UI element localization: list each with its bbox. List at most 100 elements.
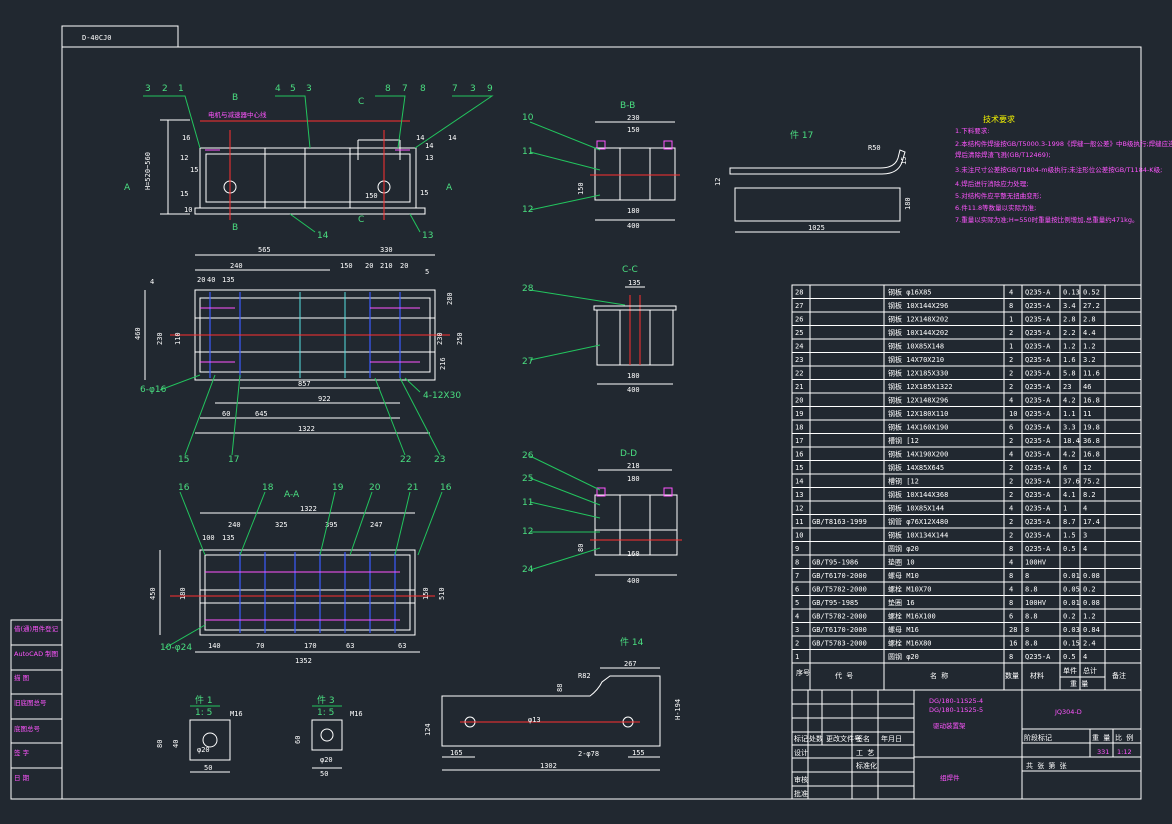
bom-header: 序号 xyxy=(796,668,810,677)
dim-text: 50 xyxy=(320,770,328,778)
bom-cell: 8 xyxy=(1009,572,1013,580)
bom-cell: 0.84 xyxy=(1083,626,1100,634)
bom-cell: 2 xyxy=(1009,370,1013,378)
strip-label: 签 字 xyxy=(14,748,30,757)
plan-view: 565 330 240 150 20 210 20 20 40 135 4 5 … xyxy=(134,246,464,465)
section-title: D-D xyxy=(620,449,637,459)
callout: 5 xyxy=(290,84,296,94)
dim-text: 15 xyxy=(900,157,908,165)
bom-cell: 26 xyxy=(795,316,803,324)
strip-label: 借(通)用件登记 xyxy=(14,624,59,633)
bom-cell: 8 xyxy=(1025,626,1029,634)
callout: 24 xyxy=(522,565,534,575)
dim-text: 12 xyxy=(180,154,188,162)
bom-cell: GB/T95-1986 xyxy=(812,559,858,567)
bom-cell: 2 xyxy=(1009,464,1013,472)
dim-text: 325 xyxy=(275,521,288,529)
bom-header: 数量 xyxy=(1005,671,1019,680)
dim-text: 565 xyxy=(258,246,271,254)
bom-cell: 螺母 M10 xyxy=(888,571,919,580)
bom-cell: 0.2 xyxy=(1083,586,1096,594)
dim-text: 88 xyxy=(556,684,564,692)
dim-text: 267 xyxy=(624,660,637,668)
bom-cell: 6 xyxy=(1009,424,1013,432)
dim-text: φ13 xyxy=(528,716,541,724)
dim-text: 15 xyxy=(190,166,198,174)
bom-cell: 垫圈 16 xyxy=(888,598,915,607)
bom-cell: 9 xyxy=(795,545,799,553)
bom-cell: 4.2 xyxy=(1063,397,1076,405)
bom-cell: 4 xyxy=(1009,451,1013,459)
dim-text: 857 xyxy=(298,380,311,388)
bom-cell: Q235-A xyxy=(1025,316,1051,324)
part-title: 件 3 xyxy=(317,694,335,706)
bom-cell: 4 xyxy=(1009,397,1013,405)
callout: 3 xyxy=(470,84,476,94)
dim-text: 160 xyxy=(627,550,640,558)
bom-cell: 0.13 xyxy=(1063,289,1080,297)
bom-cell: 钢板 10X85X144 xyxy=(888,504,944,513)
bom-cell: GB/T6170-2000 xyxy=(812,626,867,634)
note-line: 5.对结构件应平整无扭曲变形; xyxy=(955,191,1041,200)
dim-text: 5 xyxy=(425,268,429,276)
bom-cell: 27.2 xyxy=(1083,302,1100,310)
dim-text: 1025 xyxy=(808,224,825,232)
dim-text: 135 xyxy=(222,276,235,284)
tb-label: 更改文件号 xyxy=(826,734,861,743)
callout: 25 xyxy=(522,474,533,484)
dim-text: 922 xyxy=(318,395,331,403)
bom-cell: Q235-A xyxy=(1025,424,1051,432)
bom-cell: 4.4 xyxy=(1083,329,1096,337)
callout: 19 xyxy=(332,483,344,493)
bom-cell: 0.5 xyxy=(1063,653,1076,661)
bom-cell: 0.08 xyxy=(1083,572,1100,580)
bom-cell: Q235-A xyxy=(1025,518,1051,526)
bom-cell: 12 xyxy=(795,505,803,513)
bom-header: 代 号 xyxy=(835,671,853,680)
callout: 12 xyxy=(522,205,533,215)
bom-cell: 2.8 xyxy=(1063,316,1076,324)
red-label: 电机与减速器中心线 xyxy=(208,110,267,119)
dim-text: 240 xyxy=(230,262,243,270)
dim-text: 80 xyxy=(577,544,585,552)
callout: 7 xyxy=(402,84,408,94)
tb-label: 标记 xyxy=(794,734,808,743)
dim-text: 180 xyxy=(627,372,640,380)
note-line: 4.焊后进行消除应力处理; xyxy=(955,179,1028,188)
bom-cell: 0.5 xyxy=(1063,545,1076,553)
callout: 3 xyxy=(145,84,151,94)
dim-text: M16 xyxy=(350,710,363,718)
callout: 10-φ24 xyxy=(160,643,192,653)
bom-cell: 100HV xyxy=(1025,599,1047,607)
bom-cell: 23 xyxy=(1063,383,1071,391)
dim-text: 20 xyxy=(365,262,373,270)
bom-cell: 螺栓 M10X70 xyxy=(888,585,932,594)
bom-cell: 2 xyxy=(1009,383,1013,391)
bom-cell: Q235-A xyxy=(1025,329,1051,337)
bom-cell: 18 xyxy=(795,424,803,432)
bom-header: 备注 xyxy=(1112,671,1126,680)
bom-cell: 2.2 xyxy=(1063,329,1076,337)
part-scale: 1: 5 xyxy=(195,708,212,718)
bom-cell: 0.15 xyxy=(1063,640,1080,648)
dim-text: R50 xyxy=(868,144,881,152)
note-line: 6.件11.8等数量以实际为准; xyxy=(955,203,1036,212)
bom-cell: 46 xyxy=(1083,383,1091,391)
bom-cell: 钢板 10X144X368 xyxy=(888,490,948,499)
strip-label: AutoCAD 制图 xyxy=(14,649,58,658)
bom-cell: 3.2 xyxy=(1083,356,1096,364)
bom-cell: GB/T5782-2000 xyxy=(812,613,867,621)
strip-label: 旧底图总号 xyxy=(14,698,47,707)
tb-label: 重 量 xyxy=(1092,734,1110,742)
bom-cell: 4 xyxy=(1083,545,1087,553)
dim-text: 60 xyxy=(294,736,302,744)
dim-text: 330 xyxy=(380,246,393,254)
callout: 4 xyxy=(275,84,281,94)
bom-cell: 2.4 xyxy=(1083,640,1096,648)
dim-text: 40 xyxy=(207,276,215,284)
bom-cell: 22 xyxy=(795,370,803,378)
bom-header: 总计 xyxy=(1083,666,1097,675)
svg-text:14: 14 xyxy=(317,231,329,241)
callout: 11 xyxy=(522,498,533,508)
bom-cell: 钢板 14X85X645 xyxy=(888,463,944,472)
